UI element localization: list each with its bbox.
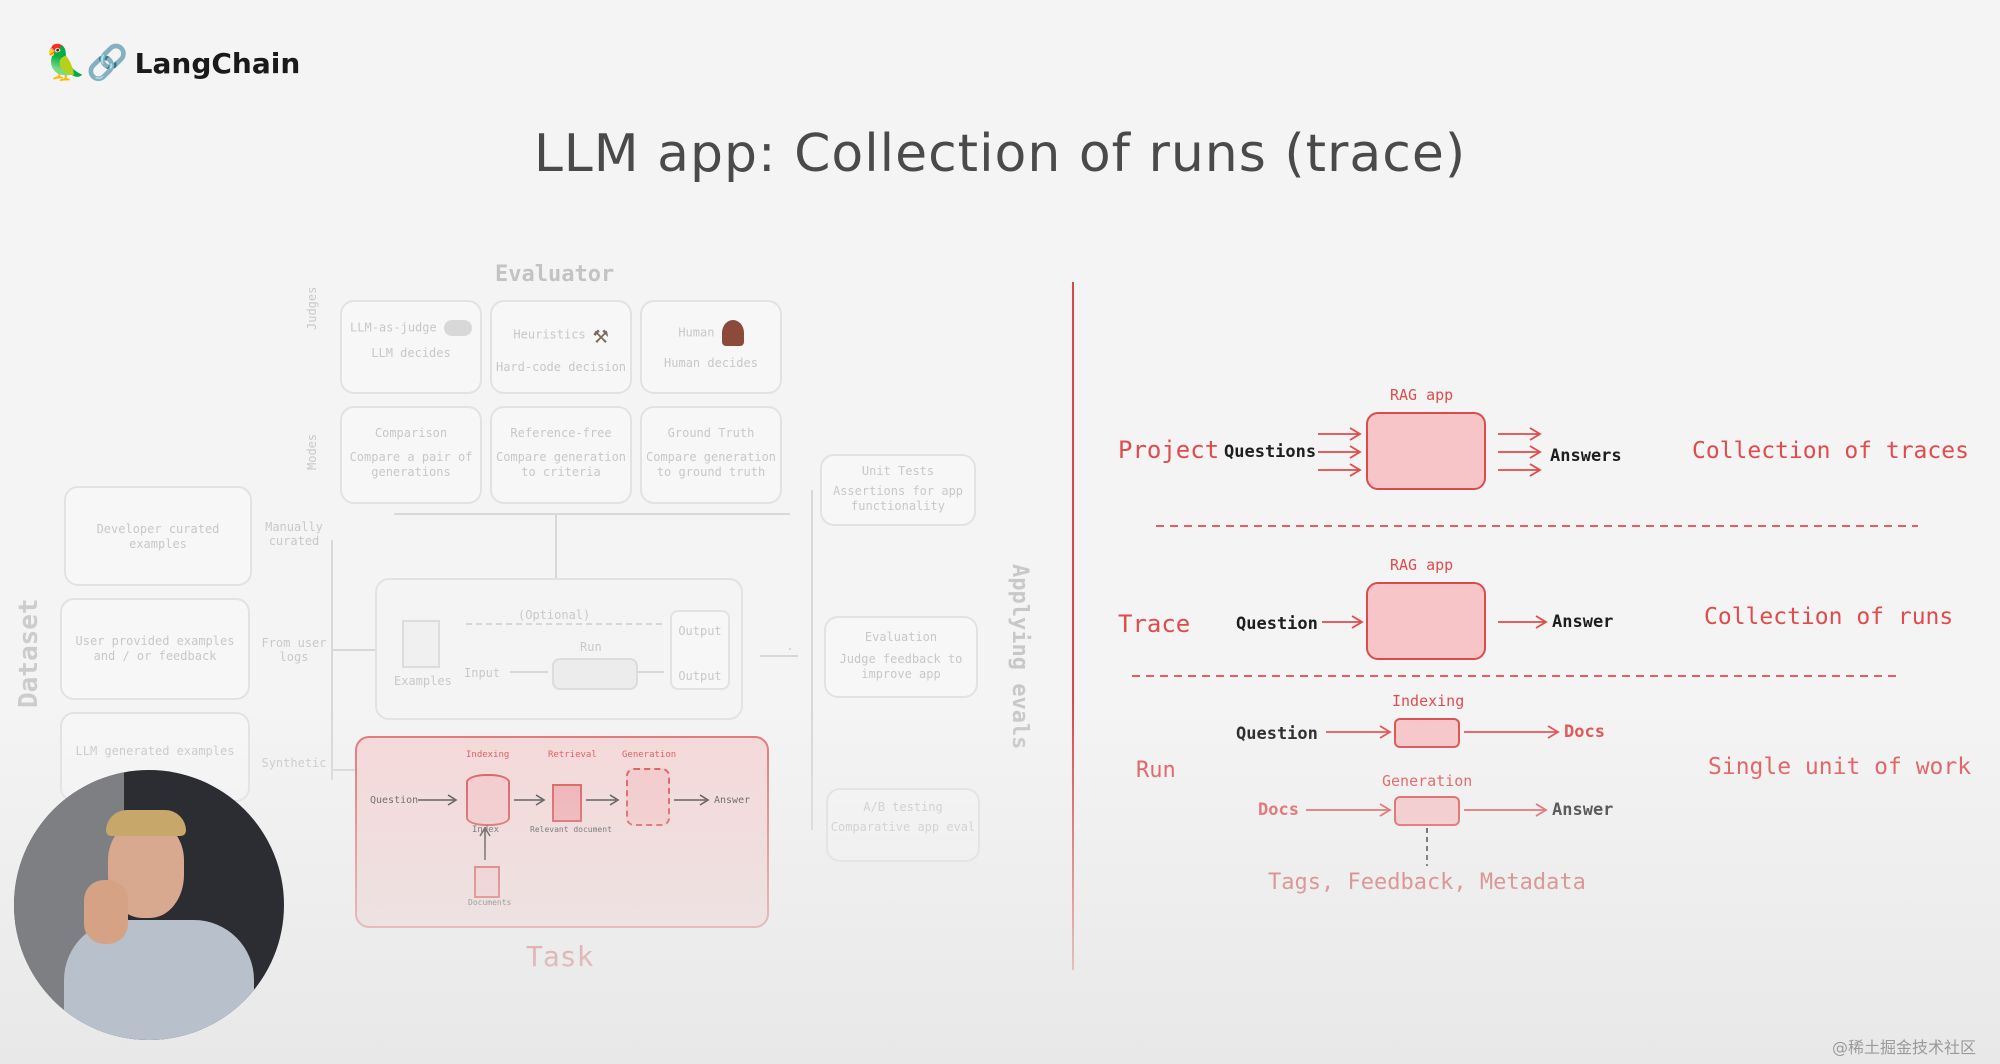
project-input: Questions — [1224, 442, 1317, 462]
judge-card-human: Human Human decides — [640, 300, 782, 394]
mode-card-ground-truth: Ground Truth Compare generation to groun… — [640, 406, 782, 504]
trace-box-title: RAG app — [1390, 556, 1454, 574]
project-box-title: RAG app — [1390, 386, 1454, 404]
project-output: Answers — [1550, 446, 1622, 466]
tools-icon: ⚒ — [592, 320, 609, 350]
dataset-developer-label: Manually curated — [265, 520, 323, 548]
judge-card-heuristics: Heuristics ⚒ Hard-code decision — [490, 300, 632, 394]
presenter-webcam — [14, 770, 284, 1040]
mode-card-reference-free: Reference-free Compare generation to cri… — [490, 406, 632, 504]
trace-rag-box — [1366, 582, 1486, 660]
examples-doc-icon — [402, 620, 440, 668]
optional-label: (Optional) — [518, 608, 591, 622]
evaluator-title: Evaluator — [495, 262, 615, 287]
watermark: @稀土掘金技术社区 — [1832, 1038, 1977, 1057]
langchain-logo: 🦜🔗 LangChain — [44, 46, 300, 80]
output-box: Output Output — [670, 610, 730, 690]
examples-label: Examples — [394, 674, 452, 688]
parrot-link-icon: 🦜🔗 — [44, 44, 129, 82]
presenter-hand — [84, 880, 128, 944]
unit-tests-card: Unit Tests Assertions for app functional… — [820, 454, 976, 526]
evaluation-card: Evaluation Judge feedback to improve app — [824, 616, 978, 698]
right-diagram-connectors — [1132, 427, 1918, 866]
dataset-user-label: From user logs — [261, 636, 327, 664]
run-chain-icon — [552, 658, 638, 690]
brain-icon — [443, 320, 472, 336]
input-label: Input — [464, 666, 501, 680]
trace-input: Question — [1236, 614, 1318, 634]
trace-desc: Collection of runs — [1704, 604, 1954, 630]
judge-card-llm: LLM-as-judge LLM decides — [340, 300, 482, 394]
mode-card-comparison: Comparison Compare a pair of generations — [340, 406, 482, 504]
brand-name: LangChain — [134, 46, 301, 80]
trace-output: Answer — [1552, 612, 1614, 632]
run-label: Run — [580, 640, 602, 654]
slide-title: LLM app: Collection of runs (trace) — [533, 124, 1467, 184]
project-desc: Collection of traces — [1692, 438, 1969, 464]
person-icon — [721, 320, 744, 346]
trace-label: Trace — [1118, 610, 1191, 638]
project-rag-box — [1366, 412, 1486, 490]
section-divider — [1072, 282, 1074, 970]
dataset-user-box: User provided examples and / or feedback — [60, 598, 250, 700]
project-label: Project — [1118, 436, 1220, 464]
dataset-developer-box: Developer curated examples — [64, 486, 252, 586]
